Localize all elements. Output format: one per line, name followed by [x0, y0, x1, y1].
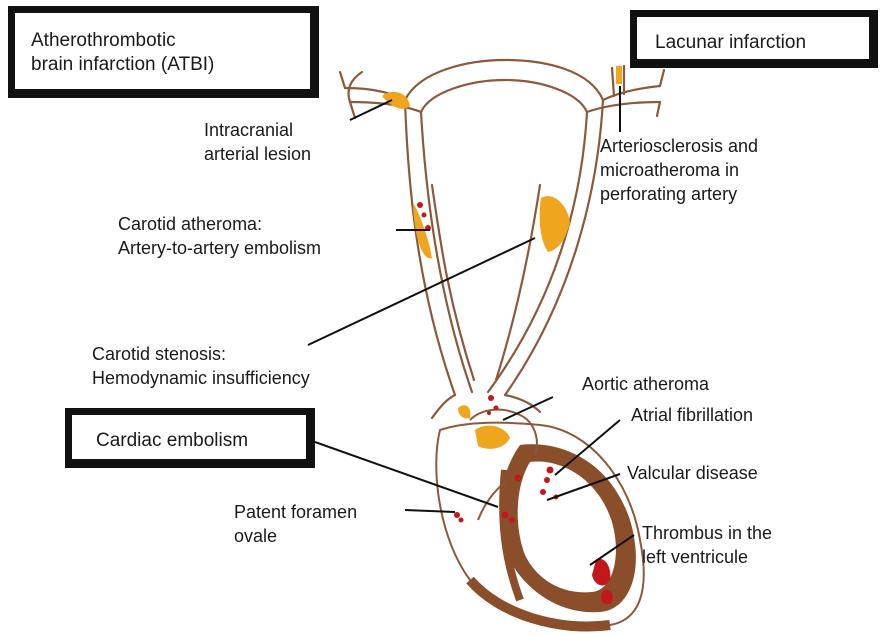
carotid-atheroma-line1: Carotid atheroma: [118, 212, 321, 236]
intracranial-line1: Intracranial [204, 118, 311, 142]
carotid-stenosis-line1: Carotid stenosis: [92, 342, 310, 366]
vessel-tree [340, 60, 664, 418]
atbi-box: Atherothrombotic brain infarction (ATBI) [8, 6, 319, 98]
intracranial-label: Intracranial arterial lesion [204, 118, 311, 166]
arteriosclerosis-label: Arteriosclerosis and microatheroma in pe… [600, 134, 758, 206]
arteriosclerosis-line3: perforating artery [600, 182, 758, 206]
thrombus-label: Thrombus in the left ventricule [642, 521, 772, 569]
atrial-fibrillation-label: Atrial fibrillation [631, 403, 753, 427]
carotid-stenosis-label: Carotid stenosis: Hemodynamic insufficie… [92, 342, 310, 390]
aortic-atheroma-label: Aortic atheroma [582, 372, 709, 396]
lacunar-box-label: Lacunar infarction [655, 31, 869, 55]
pfo-line2: ovale [234, 524, 357, 548]
intracranial-line2: arterial lesion [204, 142, 311, 166]
atbi-box-line2: brain infarction (ATBI) [31, 53, 310, 77]
carotid-atheroma-label: Carotid atheroma: Artery-to-artery embol… [118, 212, 321, 260]
cardiac-box-label: Cardiac embolism [96, 429, 306, 453]
lacunar-box: Lacunar infarction [630, 10, 878, 68]
arteriosclerosis-line2: microatheroma in [600, 158, 758, 182]
pfo-line1: Patent foramen [234, 500, 357, 524]
atbi-box-line1: Atherothrombotic [31, 29, 310, 53]
thrombus-line1: Thrombus in the [642, 521, 772, 545]
carotid-stenosis-line2: Hemodynamic insufficiency [92, 366, 310, 390]
carotid-atheroma-line2: Artery-to-artery embolism [118, 236, 321, 260]
thrombus-line2: left ventricule [642, 545, 772, 569]
pfo-label: Patent foramen ovale [234, 500, 357, 548]
arteriosclerosis-line1: Arteriosclerosis and [600, 134, 758, 158]
cardiac-box: Cardiac embolism [65, 408, 315, 468]
valvular-disease-label: Valcular disease [627, 461, 758, 485]
heart [436, 410, 644, 627]
